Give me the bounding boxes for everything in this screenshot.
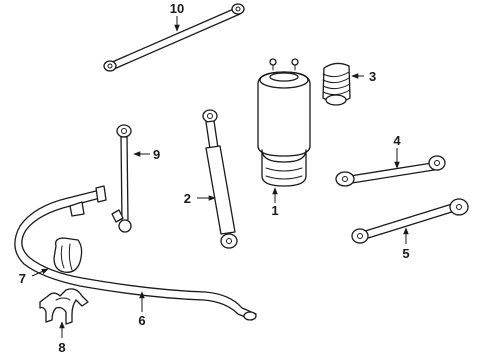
callout-3: 3 xyxy=(369,69,376,84)
callout-2: 2 xyxy=(184,191,191,206)
callout-6: 6 xyxy=(138,313,145,328)
callout-4: 4 xyxy=(393,133,401,148)
part-7-bushing xyxy=(53,237,83,273)
part-1-air-spring xyxy=(257,58,311,187)
part-2-shock-absorber xyxy=(202,109,238,249)
part-10-upper-rod xyxy=(103,3,245,72)
part-6-stabilizer-bar xyxy=(14,185,257,321)
callout-5: 5 xyxy=(402,246,409,261)
leader-7 xyxy=(31,268,49,277)
part-5-lower-link xyxy=(351,198,469,244)
leader-lines xyxy=(31,16,409,338)
callout-numbers: 10 3 1 2 4 5 6 7 8 9 xyxy=(19,1,410,355)
part-4-lateral-link xyxy=(335,155,446,187)
callout-7: 7 xyxy=(19,271,26,286)
callout-1: 1 xyxy=(271,203,278,218)
part-8-bushing-clamp xyxy=(39,288,89,325)
callout-8: 8 xyxy=(58,340,65,355)
callout-9: 9 xyxy=(153,147,160,162)
callout-10: 10 xyxy=(170,1,184,16)
part-9-stabilizer-link xyxy=(111,124,132,233)
part-3-dust-boot xyxy=(322,62,351,106)
